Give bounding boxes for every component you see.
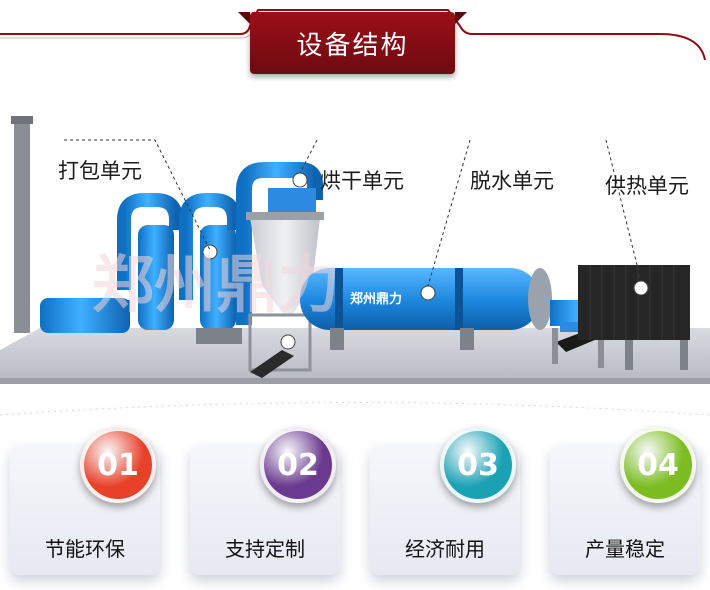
feature-number: 04 — [637, 447, 679, 483]
feature-number: 02 — [277, 447, 319, 483]
leader-dewatering — [427, 139, 471, 287]
feature-label: 产量稳定 — [585, 537, 665, 561]
feature-number-badge: 02 — [260, 427, 336, 503]
divider-decoration — [0, 402, 710, 416]
feature-label: 支持定制 — [225, 537, 305, 561]
leader-heating — [605, 139, 642, 282]
feature-label: 节能环保 — [45, 537, 125, 561]
feature-label: 经济耐用 — [405, 537, 485, 561]
drum-logo: 郑州鼎力 — [350, 291, 402, 307]
rotary-drum — [300, 268, 540, 330]
feature-number-badge: 04 — [620, 427, 696, 503]
feature-number: 01 — [97, 447, 139, 483]
ground-platform — [0, 328, 710, 378]
feature-number-badge: 03 — [440, 427, 516, 503]
equipment-scene: 郑州鼎力 — [0, 60, 710, 390]
cyclone-1 — [138, 225, 174, 330]
feature-number-badge: 01 — [80, 427, 156, 503]
label-heating-unit: 供热单元 — [605, 174, 689, 198]
label-dewatering-unit: 脱水单元 — [470, 169, 554, 193]
label-drying-unit: 烘干单元 — [320, 169, 404, 193]
equipment-illustration: 郑州鼎力 — [0, 116, 710, 384]
dust-collector-box — [40, 298, 130, 333]
label-packaging-unit: 打包单元 — [58, 159, 142, 183]
watermark: 郑州鼎力 — [92, 248, 340, 321]
leader-packaging — [64, 139, 211, 251]
feature-cards: 节能环保 01 支持定制 02 经济耐用 03 产量稳定 04 — [0, 415, 710, 590]
chimney — [14, 118, 30, 333]
leader-drying — [299, 139, 318, 174]
feature-number: 03 — [457, 447, 499, 483]
section-title: 设备结构 — [238, 12, 467, 74]
heating-furnace — [578, 265, 690, 340]
